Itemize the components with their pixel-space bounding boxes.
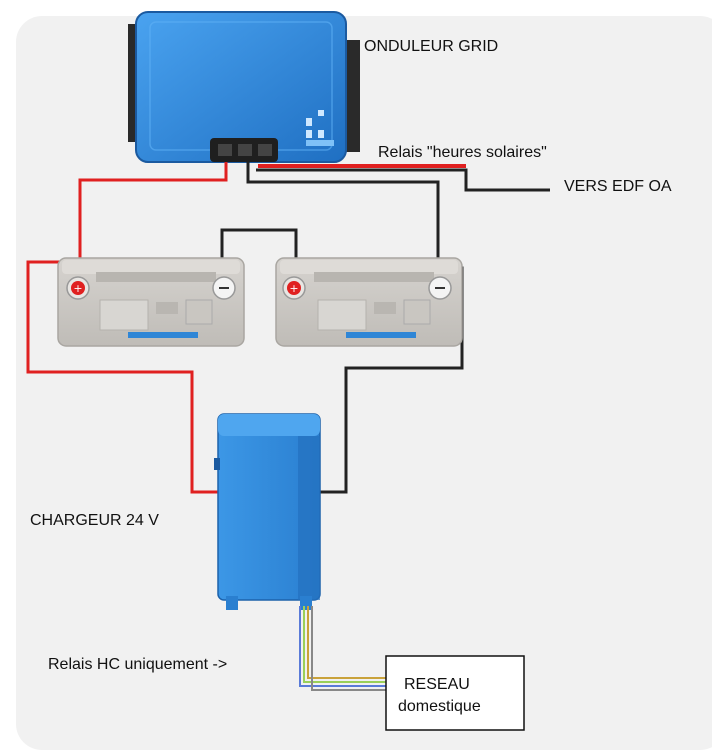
plus-symbol-1: + <box>73 282 82 295</box>
positive-wires <box>26 162 466 494</box>
battery-1: + <box>57 257 245 347</box>
wire-inverter-to-battery1-pos <box>78 162 228 262</box>
battery-2: + <box>275 257 463 347</box>
solar-relay-label: Relais "heures solaires" <box>378 144 547 161</box>
charger-label: CHARGEUR 24 V <box>30 512 159 529</box>
wire-edf-line <box>256 168 550 192</box>
charger-device <box>214 413 321 610</box>
hc-relay-label: Relais HC uniquement -> <box>48 656 228 673</box>
grid-box <box>385 655 525 731</box>
inverter-terminal-block <box>210 138 278 162</box>
inverter-device <box>128 11 360 163</box>
edf-label: VERS EDF OA <box>564 178 672 195</box>
ac-cable <box>299 606 386 691</box>
background-panel <box>16 16 712 750</box>
grid-label-line2: domestique <box>398 698 481 715</box>
wire-battery-link <box>220 228 298 262</box>
inverter-label: ONDULEUR GRID <box>364 38 499 55</box>
plus-symbol-2: + <box>289 282 298 295</box>
wire-inverter-to-battery2-neg <box>246 162 440 262</box>
grid-label-line1: RESEAU <box>404 676 470 693</box>
wire-battery1-to-charger-pos <box>26 260 224 494</box>
